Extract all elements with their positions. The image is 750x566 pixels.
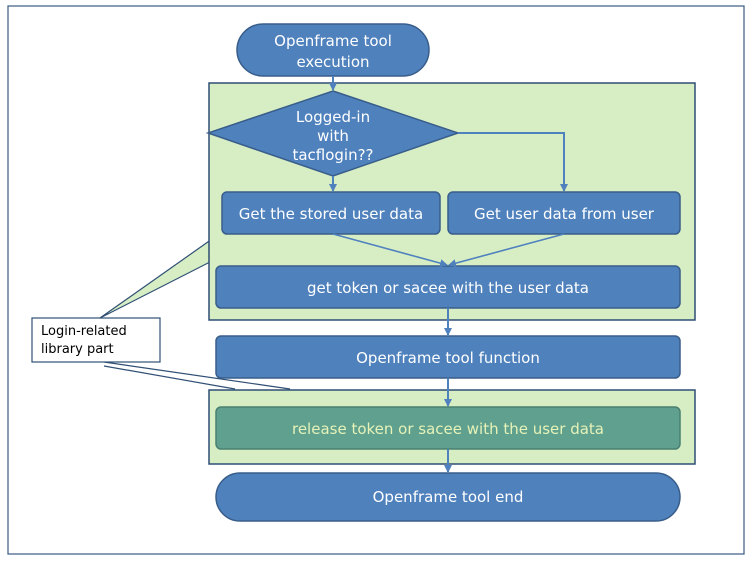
tool-function-label: Openframe tool function xyxy=(356,349,540,367)
release-token-label: release token or sacee with the user dat… xyxy=(292,420,604,438)
callout-connector-1 xyxy=(103,361,291,390)
start-node-line-1: Openframe tool xyxy=(274,32,392,50)
arrow-user-to-token xyxy=(448,233,565,268)
callout-note xyxy=(31,317,161,363)
decision-line-3: tacflogin?? xyxy=(292,146,373,164)
arrow-decision-to-user xyxy=(458,132,568,192)
start-node-line-2: execution xyxy=(296,53,369,71)
callout-line-1: Login-related xyxy=(41,324,127,339)
get-stored-data-label: Get the stored user data xyxy=(239,205,423,223)
end-node xyxy=(215,472,681,522)
get-token-label: get token or sacee with the user data xyxy=(307,279,589,297)
callout-connector-2 xyxy=(103,365,236,390)
decision-line-1: Logged-in xyxy=(296,108,370,126)
get-stored-data-node xyxy=(221,191,441,235)
decision-line-2: with xyxy=(317,127,349,145)
arrow-stored-to-token xyxy=(332,233,448,268)
callout-line-2: library part xyxy=(41,342,114,357)
end-node-label: Openframe tool end xyxy=(373,488,524,506)
get-user-data-label: Get user data from user xyxy=(474,205,655,223)
